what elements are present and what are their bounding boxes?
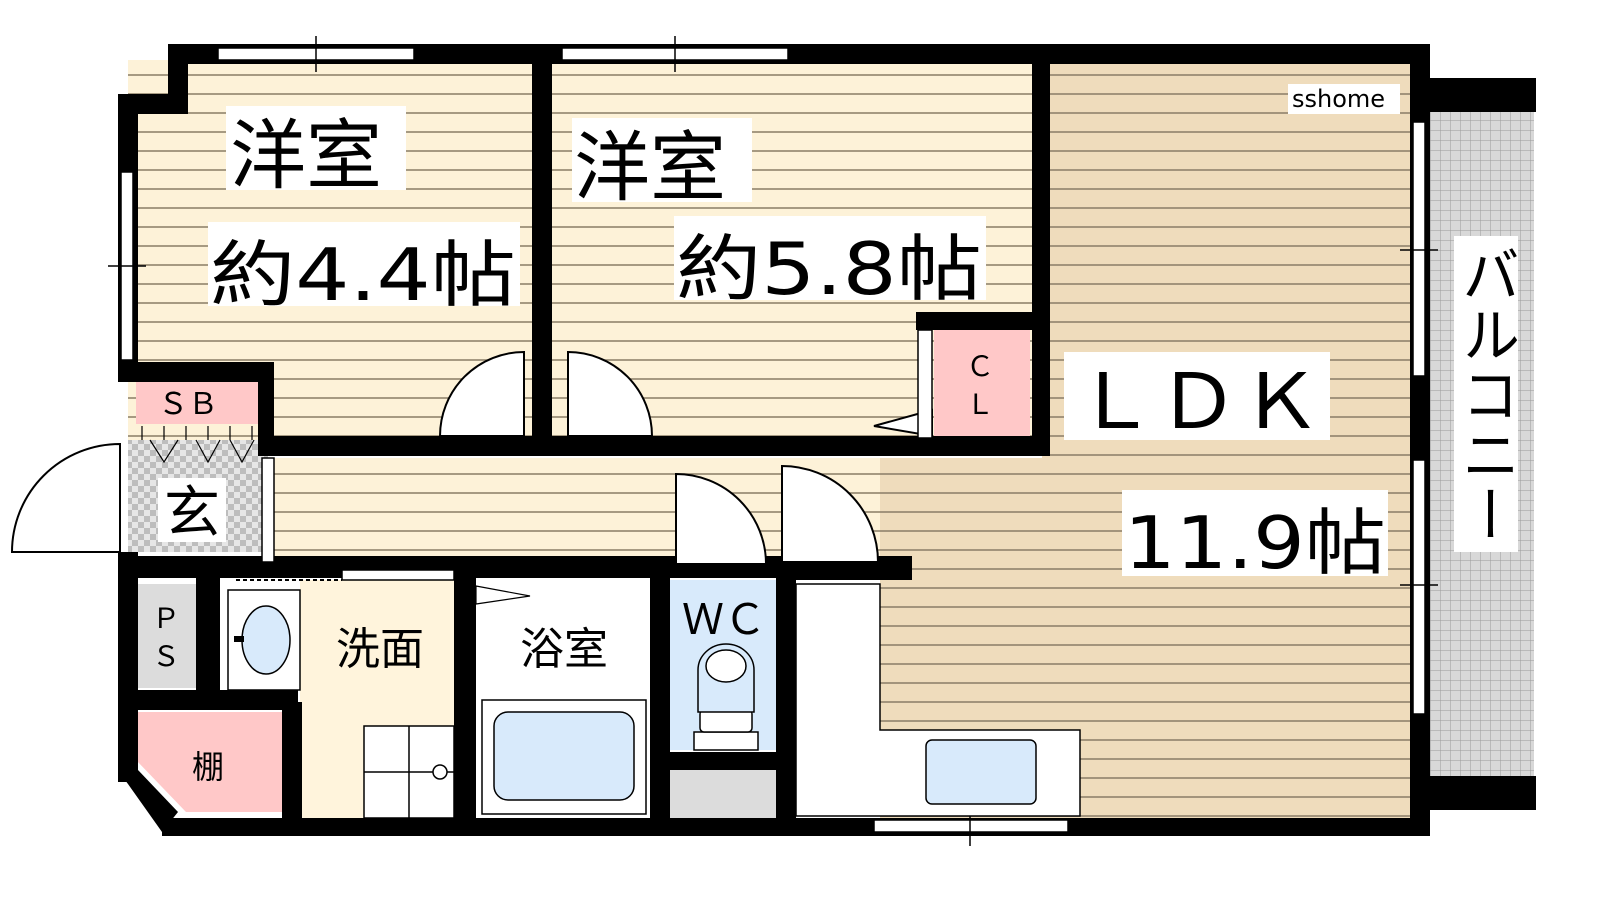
- shoe-box-label: ＳＢ: [158, 387, 218, 422]
- room2-door: [567, 350, 654, 437]
- toilet-bowl: [693, 643, 759, 751]
- pipe-space-label-2: Ｓ: [152, 640, 180, 673]
- wash-basin: [241, 605, 291, 675]
- pipe-space-label-1: Ｐ: [152, 602, 180, 635]
- closet-area: [934, 330, 1030, 438]
- entrance-label: 玄: [164, 481, 220, 546]
- western-room-2-size: 約5.8帖: [676, 227, 982, 311]
- pipe-space-floor: [136, 584, 196, 688]
- bathtub: [493, 711, 635, 801]
- fixtures: [227, 566, 1081, 819]
- western-room-1-size: 約4.4帖: [210, 233, 516, 317]
- balcony-label: バルコニー: [1452, 244, 1520, 544]
- room1-door: [438, 350, 525, 437]
- shoe-box-area: [136, 380, 260, 424]
- toilet-door: [675, 472, 768, 565]
- windows: [108, 36, 1438, 846]
- ldk-door: [781, 464, 880, 563]
- toilet-bottom-tile: [670, 768, 780, 820]
- doors: [10, 350, 933, 565]
- western-room-2-name: 洋室: [574, 123, 726, 212]
- toilet-label: ＷＣ: [682, 595, 766, 644]
- bathroom-label: 浴室: [520, 624, 608, 675]
- shoe-box-doors: [141, 426, 255, 464]
- bath-door-flag: [475, 585, 531, 605]
- hallway-floor: [268, 458, 880, 568]
- closet-label-2: Ｌ: [966, 388, 994, 421]
- shelf-label: 棚: [192, 748, 224, 786]
- shelf-area: [136, 712, 282, 812]
- labels: sshome 洋室 約4.4帖 洋室 約5.8帖 ＬＤＫ 11.9帖 Ｃ Ｌ Ｓ…: [152, 84, 1520, 786]
- washroom-label: 洗面: [336, 624, 424, 675]
- closet-label-1: Ｃ: [966, 350, 994, 383]
- ldk-name: ＬＤＫ: [1074, 357, 1322, 446]
- ldk-floor: [1042, 60, 1422, 830]
- ldk-size: 11.9帖: [1124, 501, 1386, 585]
- entrance-door: [10, 442, 121, 553]
- watermark-text: sshome: [1292, 85, 1385, 113]
- washroom-shelf: [341, 569, 455, 581]
- kitchen-sink: [925, 739, 1037, 805]
- western-room-1-name: 洋室: [230, 111, 382, 200]
- closet-panel: [917, 329, 933, 439]
